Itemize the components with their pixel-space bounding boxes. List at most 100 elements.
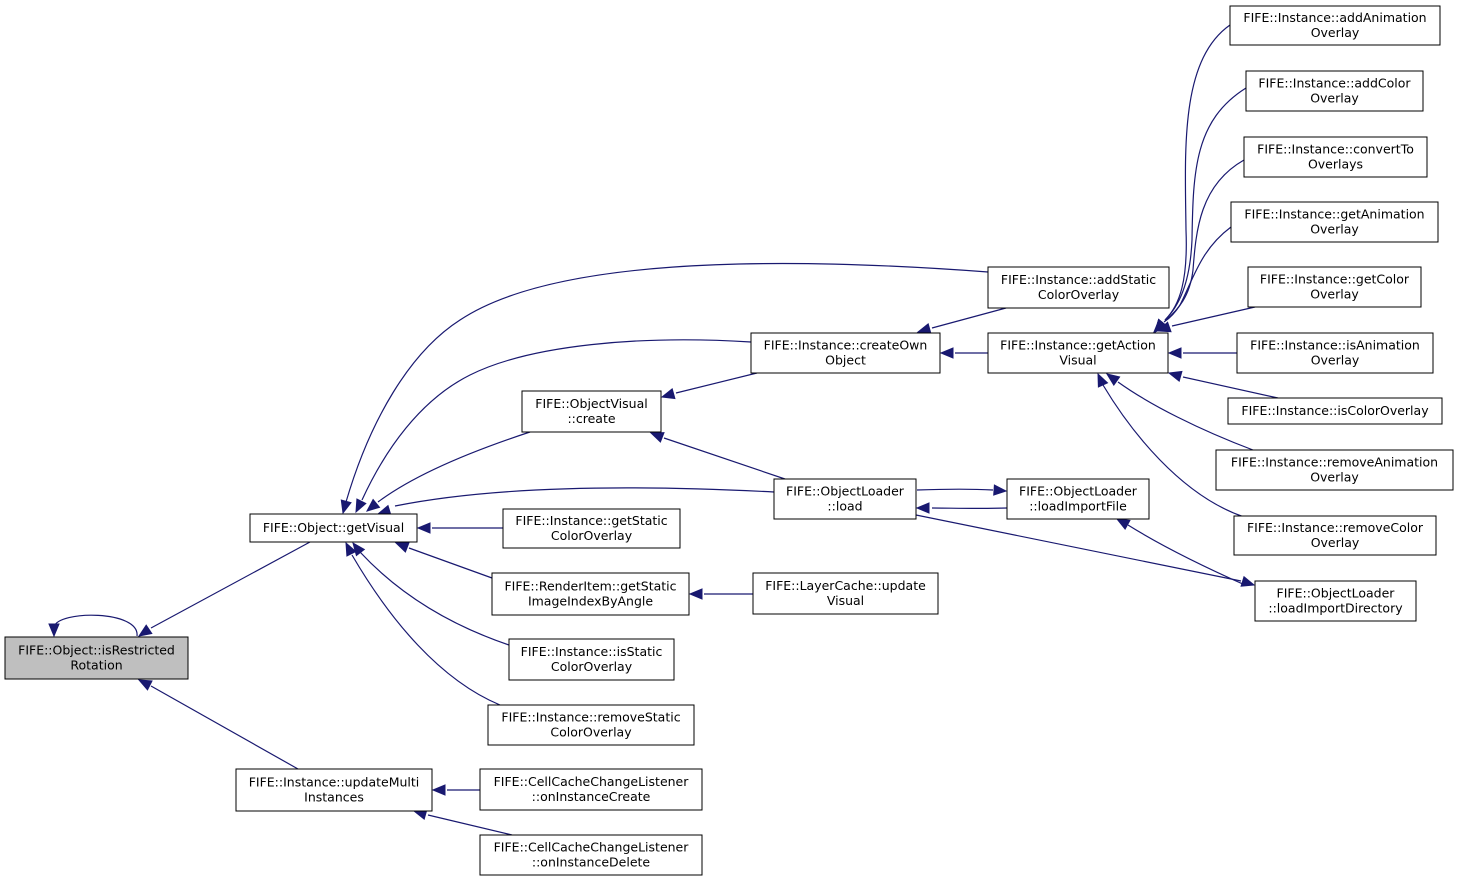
edge-arrowhead bbox=[1167, 370, 1183, 382]
node-box[interactable] bbox=[1233, 515, 1437, 556]
edge-line bbox=[1127, 524, 1246, 586]
node-onDelete[interactable]: FIFE::CellCacheChangeListener::onInstanc… bbox=[479, 834, 703, 876]
edge-arrowhead bbox=[1156, 321, 1172, 333]
node-box[interactable] bbox=[1254, 580, 1417, 622]
edge-arrowhead bbox=[649, 432, 665, 443]
edge-createOwn-to-ovCreate bbox=[660, 372, 758, 400]
node-box[interactable] bbox=[1227, 397, 1443, 425]
edge-line bbox=[1163, 226, 1232, 323]
node-box[interactable] bbox=[1243, 136, 1428, 178]
node-box[interactable] bbox=[1229, 5, 1441, 46]
node-isColor[interactable]: FIFE::Instance::isColorOverlay bbox=[1227, 397, 1443, 425]
node-label-line: Overlay bbox=[1311, 353, 1360, 368]
node-label-line: FIFE::CellCacheChangeListener bbox=[494, 774, 690, 789]
edge-line bbox=[150, 685, 299, 770]
node-label-line: Overlay bbox=[1310, 222, 1359, 237]
node-box[interactable] bbox=[752, 572, 939, 615]
node-label-line: FIFE::RenderItem::getStatic bbox=[504, 579, 676, 594]
node-label-line: FIFE::ObjectLoader bbox=[1019, 484, 1138, 499]
edges-layer bbox=[48, 24, 1279, 836]
node-label-line: FIFE::ObjectVisual bbox=[535, 396, 647, 411]
node-ovCreate[interactable]: FIFE::ObjectVisual::create bbox=[521, 390, 662, 433]
edge-line bbox=[1102, 384, 1245, 518]
node-label-line: FIFE::Instance::getAnimation bbox=[1244, 207, 1424, 222]
node-riGetStatic[interactable]: FIFE::RenderItem::getStaticImageIndexByA… bbox=[491, 572, 690, 616]
node-loadImportDir[interactable]: FIFE::ObjectLoader::loadImportDirectory bbox=[1254, 580, 1417, 622]
node-label-line: ::onInstanceCreate bbox=[532, 789, 651, 804]
node-label-line: ::load bbox=[827, 499, 862, 514]
node-onCreate[interactable]: FIFE::CellCacheChangeListener::onInstanc… bbox=[479, 768, 703, 811]
edge-arrowhead bbox=[1105, 373, 1121, 387]
node-label-line: FIFE::Instance::updateMulti bbox=[249, 775, 420, 790]
node-label-line: FIFE::Instance::getStatic bbox=[515, 513, 667, 528]
node-label-line: Overlay bbox=[1310, 287, 1359, 302]
edge-getVisual-to-root bbox=[137, 541, 311, 637]
edge-line bbox=[359, 551, 510, 646]
node-label-line: FIFE::CellCacheChangeListener bbox=[494, 840, 690, 855]
edge-arrowhead bbox=[137, 624, 153, 637]
edge-line bbox=[931, 307, 1007, 329]
node-box[interactable] bbox=[1215, 449, 1454, 491]
edge-line bbox=[916, 488, 994, 491]
node-label-line: Instances bbox=[304, 790, 364, 805]
node-box[interactable] bbox=[773, 478, 917, 520]
node-box[interactable] bbox=[521, 390, 662, 433]
edge-arrowhead bbox=[137, 679, 153, 691]
node-label-line: FIFE::Instance::createOwn bbox=[764, 338, 928, 353]
edge-arrowhead bbox=[939, 347, 954, 359]
edge-ovCreate-to-getVisual bbox=[366, 431, 531, 512]
edge-olLoad-to-ovCreate bbox=[649, 432, 786, 480]
node-box[interactable] bbox=[987, 332, 1169, 374]
node-box[interactable] bbox=[479, 834, 703, 876]
node-box[interactable] bbox=[487, 704, 695, 746]
node-box[interactable] bbox=[235, 768, 433, 812]
node-box[interactable] bbox=[502, 508, 681, 549]
node-olLoad[interactable]: FIFE::ObjectLoader::load bbox=[773, 478, 917, 520]
node-label-line: FIFE::Instance::addColor bbox=[1258, 76, 1411, 91]
node-label-line: FIFE::Instance::removeAnimation bbox=[1231, 455, 1438, 470]
node-box[interactable] bbox=[479, 768, 703, 811]
node-box[interactable] bbox=[750, 332, 941, 374]
node-loadImportFile[interactable]: FIFE::ObjectLoader::loadImportFile bbox=[1006, 478, 1150, 520]
node-box[interactable] bbox=[987, 266, 1170, 309]
node-box[interactable] bbox=[491, 572, 690, 616]
edge-line bbox=[361, 339, 752, 501]
edge-line bbox=[1164, 87, 1247, 321]
node-label-line: ::onInstanceDelete bbox=[532, 855, 651, 870]
edge-updateMulti-to-root bbox=[137, 679, 299, 770]
edge-line bbox=[377, 431, 531, 503]
node-label-line: Visual bbox=[1059, 353, 1096, 368]
edge-arrowhead bbox=[355, 498, 367, 514]
node-box[interactable] bbox=[4, 636, 189, 680]
edge-line bbox=[345, 262, 989, 503]
node-box[interactable] bbox=[508, 638, 675, 681]
edge-riGetStatic-to-getVisual bbox=[394, 542, 493, 579]
edge-lcUpdateVisual-to-riGetStatic bbox=[688, 588, 753, 600]
node-box[interactable] bbox=[1247, 266, 1422, 308]
node-box[interactable] bbox=[1245, 70, 1424, 112]
node-getVisual[interactable]: FIFE::Object::getVisual bbox=[249, 513, 418, 543]
nodes-layer: FIFE::Object::isRestrictedRotationFIFE::… bbox=[4, 5, 1454, 876]
node-box[interactable] bbox=[249, 513, 418, 543]
node-box[interactable] bbox=[1236, 332, 1434, 374]
node-box[interactable] bbox=[1230, 201, 1439, 243]
edge-arrowhead bbox=[1240, 575, 1256, 587]
node-box[interactable] bbox=[1006, 478, 1150, 520]
